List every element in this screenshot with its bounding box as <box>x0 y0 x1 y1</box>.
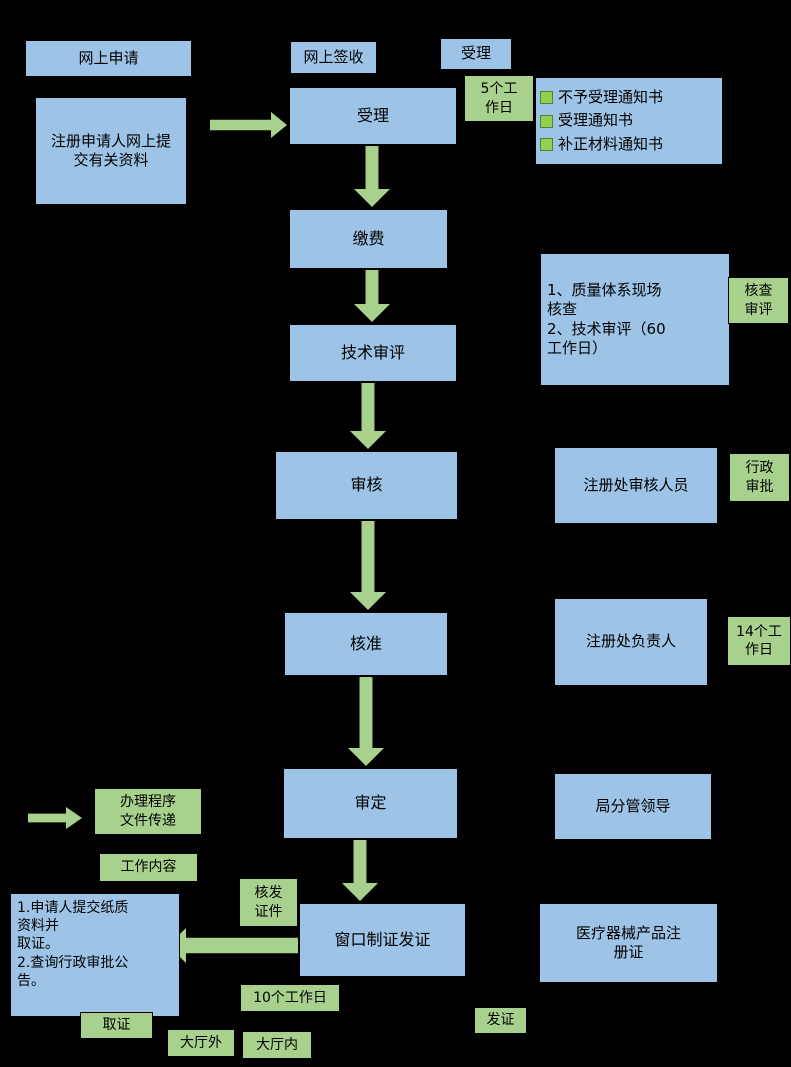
node-approve-head: 注册处负责人 <box>554 598 708 686</box>
node-tech-note: 1、质量体系现场 核查 2、技术审评（60 工作日） <box>540 253 730 386</box>
checkbox-icon <box>540 138 553 151</box>
node-accept: 受理 <box>289 87 457 145</box>
label-hall-inside: 大厅内 <box>242 1031 312 1059</box>
notice-row: 补正材料通知书 <box>540 135 663 155</box>
label-14-working-days: 14个工 作日 <box>727 616 791 666</box>
label-10-working-days: 10个工作日 <box>240 984 340 1012</box>
notice-label: 受理通知书 <box>558 111 634 130</box>
arrow-right-submit-to-accept <box>210 112 287 138</box>
notice-row: 不予受理通知书 <box>540 88 663 108</box>
label-check-review: 核查 审评 <box>728 277 789 324</box>
arrow-down-tech-review-to-audit <box>350 383 386 449</box>
notice-label: 补正材料通知书 <box>558 134 664 153</box>
label-hall-outside: 大厅外 <box>167 1029 235 1057</box>
node-final-decision: 审定 <box>283 768 458 839</box>
arrow-down-audit-to-approve <box>350 521 386 610</box>
label-issue-cert: 核发 证件 <box>239 878 298 927</box>
node-accept-tag: 受理 <box>440 38 512 70</box>
checkbox-icon <box>540 91 553 104</box>
checkbox-icon <box>540 114 553 128</box>
node-pay: 缴费 <box>289 209 448 269</box>
node-notices: 不予受理通知书 受理通知书 补正材料通知书 <box>535 77 723 165</box>
label-get-cert: 取证 <box>80 1012 153 1039</box>
node-paper-submit: 1.申请人提交纸质 资料并 取证。 2.查询行政审批公 告。 <box>10 893 180 1017</box>
node-online-apply: 网上申请 <box>25 40 192 77</box>
label-issue-tag: 发证 <box>474 1007 527 1034</box>
node-online-sign: 网上签收 <box>290 41 377 74</box>
arrow-down-pay-to-tech-review <box>354 270 390 322</box>
legend-work-content: 工作内容 <box>99 853 198 882</box>
arrow-down-accept-to-pay <box>354 146 390 207</box>
arrow-down-approve-to-final <box>348 677 384 766</box>
notice-row: 受理通知书 <box>540 111 633 131</box>
node-applicant-submit: 注册申请人网上提 交有关资料 <box>35 97 187 205</box>
node-product-cert: 医疗器械产品注 册证 <box>539 903 718 983</box>
label-admin-approval: 行政 审批 <box>729 453 790 502</box>
legend-flow-label: 办理程序 文件传递 <box>94 788 202 835</box>
legend-arrow-icon <box>28 807 82 829</box>
node-tech-review: 技术审评 <box>289 324 457 382</box>
arrow-down-final-to-issue <box>342 840 378 901</box>
notice-label: 不予受理通知书 <box>558 87 664 106</box>
node-approve: 核准 <box>284 612 448 676</box>
node-issue-window: 窗口制证发证 <box>299 903 466 977</box>
node-bureau-leader: 局分管领导 <box>554 773 712 840</box>
arrow-left-issue-to-paper <box>168 928 298 963</box>
label-5-working-days: 5个工 作日 <box>464 75 534 122</box>
node-audit: 审核 <box>275 451 458 520</box>
node-audit-staff: 注册处审核人员 <box>554 447 718 524</box>
